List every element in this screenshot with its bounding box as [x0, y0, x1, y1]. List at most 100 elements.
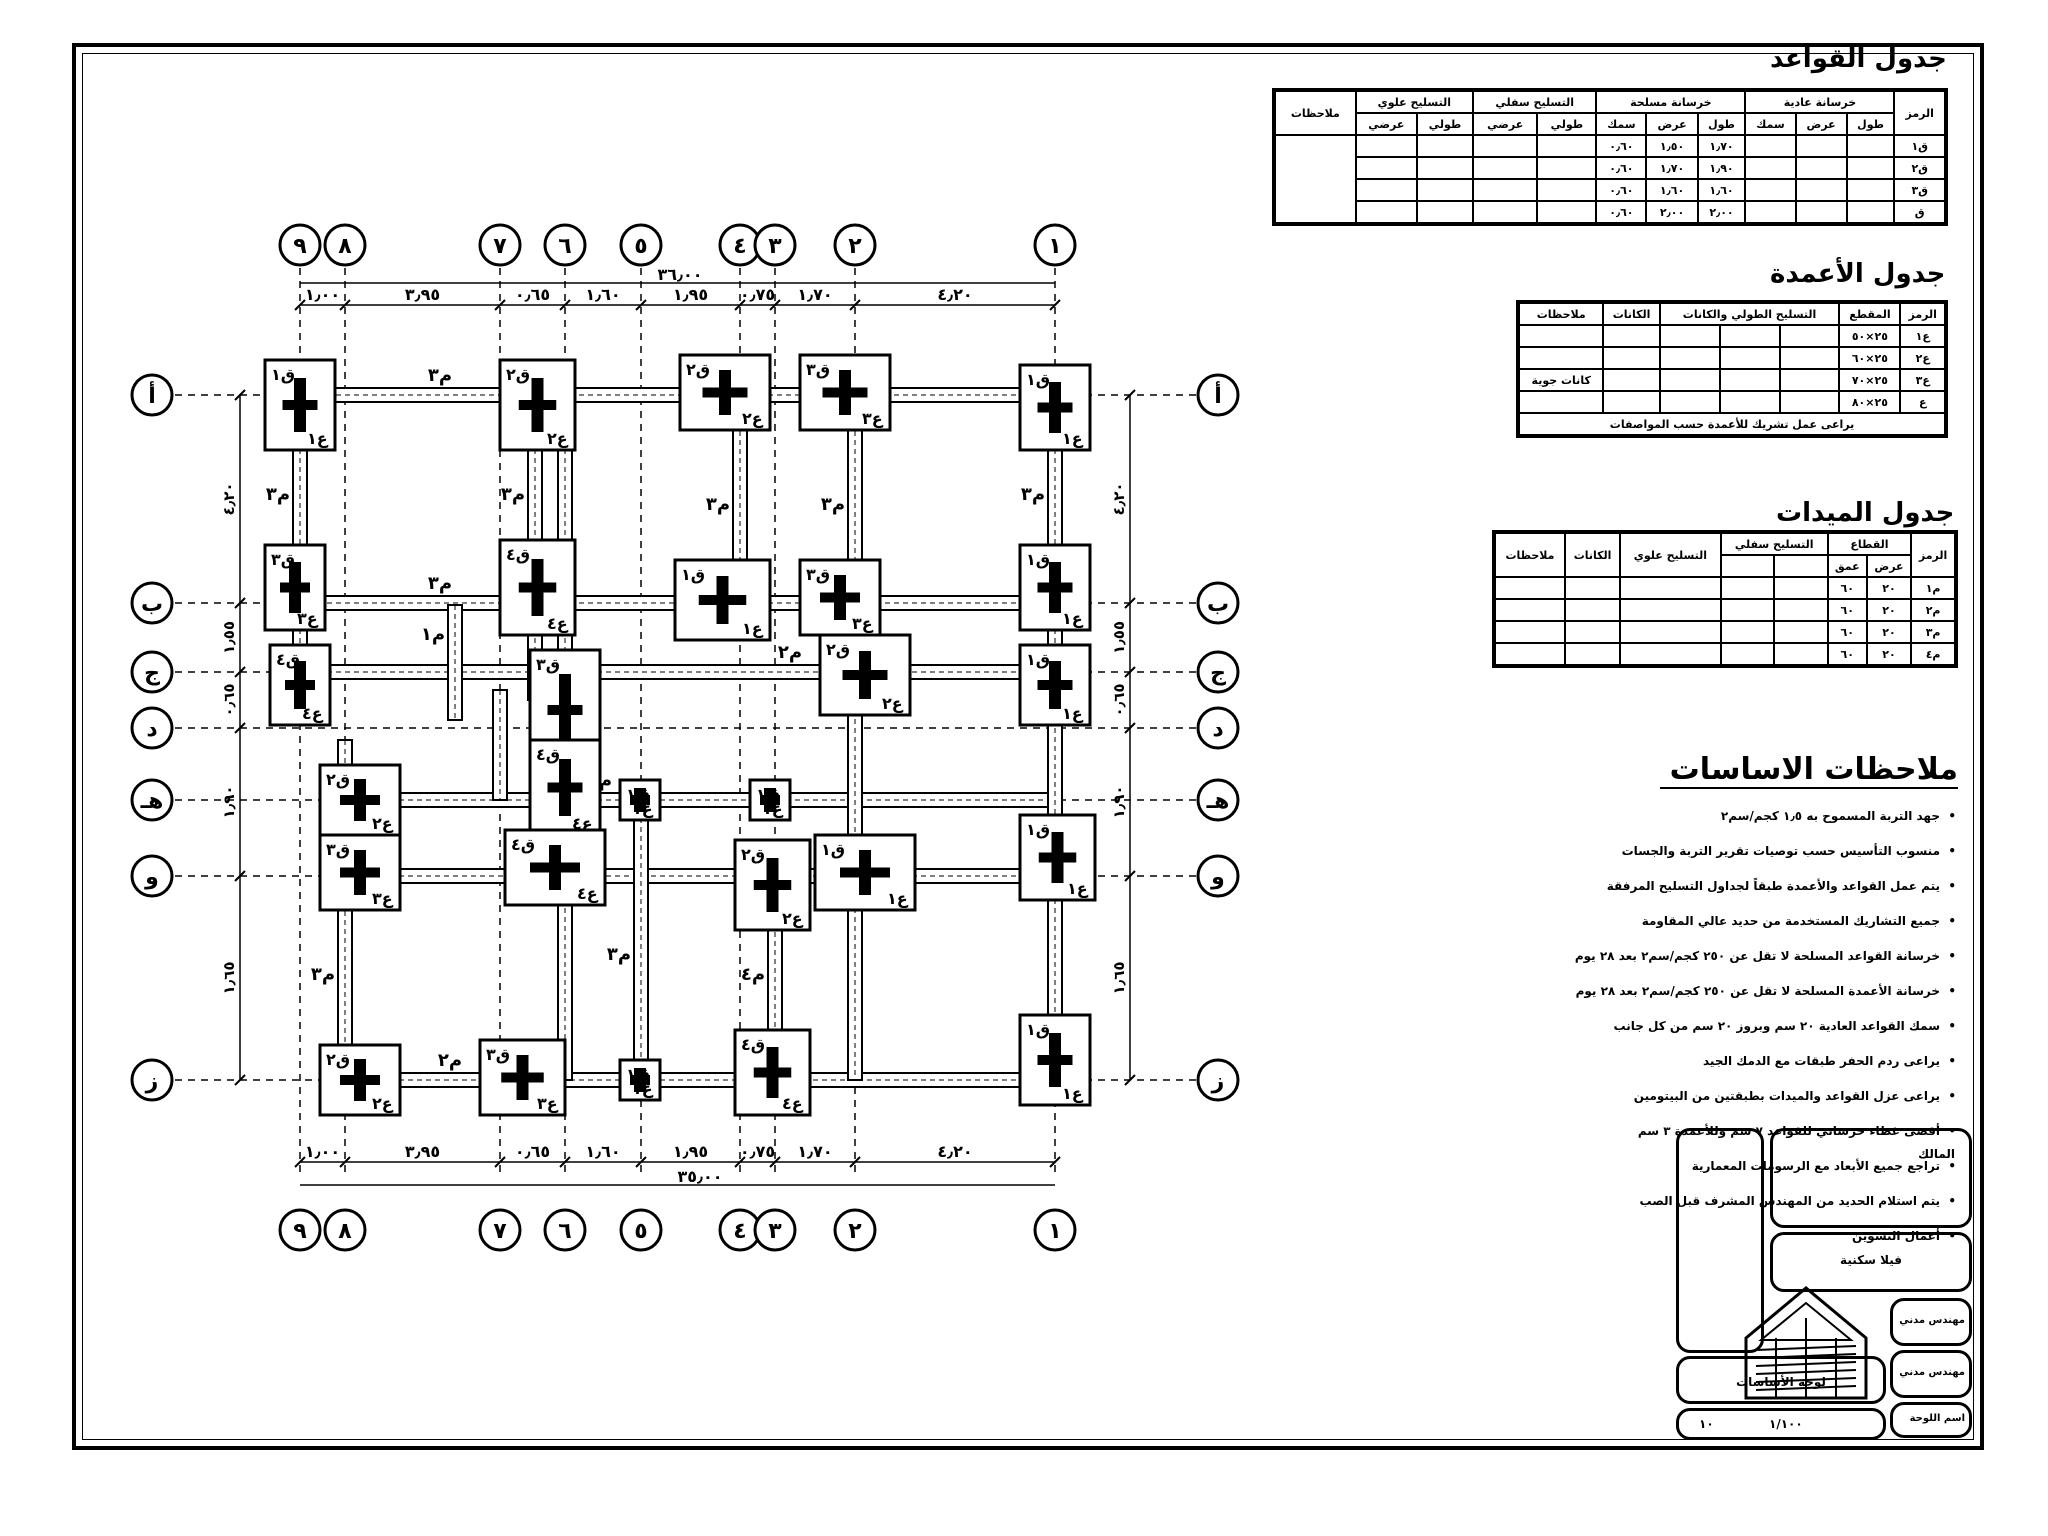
table-cell: [1619, 576, 1722, 600]
dim-top-tick: [734, 299, 746, 311]
table-cell: [1493, 620, 1566, 644]
table-subheader-cell: عمق: [1826, 554, 1868, 578]
column: [702, 387, 748, 398]
table-cell: [1773, 642, 1829, 667]
table-header-cell: خرسانة عادية: [1744, 89, 1896, 114]
engineer-label: مهندس مدني: [1899, 1367, 1965, 1378]
table-cell: [1493, 598, 1566, 622]
table-header-cell: الكانات: [1602, 301, 1661, 326]
grid-bubble-left-6-circle: [130, 854, 174, 898]
dim-bottom-text: ٠٫٧٥: [740, 1142, 775, 1161]
grid-bubble-bottom-1-circle: [278, 1208, 322, 1252]
table-cell: [1354, 134, 1418, 158]
dim-bottom-tick: [294, 1156, 306, 1168]
table-subheader-cell: طولي: [1415, 112, 1475, 136]
table-cell: ٢٥×٨٠: [1838, 390, 1902, 414]
footing-label: ق١: [271, 365, 295, 384]
grid-bubble-bottom-6-label: ٤: [733, 1219, 746, 1244]
table-cell: [1619, 620, 1722, 644]
table-cell: [1658, 368, 1721, 392]
footing-label: ق١: [626, 1065, 650, 1084]
table-cell: ١٫٩٠: [1696, 156, 1747, 180]
table-cell: ق٢: [1893, 156, 1947, 180]
tie-beam-label: م٣: [428, 365, 452, 386]
sheet-number: ١٠: [1699, 1417, 1714, 1431]
column: [753, 1067, 792, 1078]
dim-left-tick: [234, 722, 246, 734]
table-cell: ع١: [1899, 324, 1947, 348]
table-cell: ٢٥×٥٠: [1838, 324, 1902, 348]
table-cell: م٢: [1910, 598, 1957, 622]
column-label: ع١: [632, 799, 654, 818]
table-cell: [1718, 390, 1781, 414]
grid-bubble-left-2-circle: [130, 581, 174, 625]
table-header-cell: التسليح سفلي: [1472, 89, 1598, 114]
table-cell: [1744, 134, 1797, 158]
table-subheader-cell: [1773, 554, 1829, 578]
dim-left-text: ٤٫٢٠: [220, 482, 238, 515]
table-cell: ٢٠: [1865, 598, 1913, 622]
table-cell: ع٣: [1899, 368, 1947, 392]
table-cell: ق١: [1893, 134, 1947, 158]
dim-left-text: ١٫٥٥: [220, 621, 238, 654]
table-cell: [1794, 200, 1848, 225]
table-header-cell: خرسانة مسلحة: [1595, 89, 1747, 114]
column: [698, 595, 747, 605]
footing-label: ق٣: [536, 655, 560, 674]
table-cell: [1778, 346, 1841, 370]
note-item: خرسانة القواعد المسلحة لا تقل عن ٢٥٠ كجم…: [1318, 939, 1956, 974]
column-label: ع١: [762, 799, 784, 818]
grid-bubble-right-6-label: و: [1210, 865, 1225, 890]
dim-bottom-tick: [734, 1156, 746, 1168]
table-cell: ١٫٦٠: [1645, 178, 1699, 202]
note-item: يتم استلام الحديد من المهندس المشرف قبل …: [1318, 1184, 1956, 1219]
table-cell: [1778, 368, 1841, 392]
table-cell: [1718, 368, 1781, 392]
column: [840, 867, 890, 878]
dim-bottom-text: ١٫٦٠: [585, 1142, 620, 1161]
tie-beam-label: م٣: [266, 484, 290, 505]
grid-bubble-bottom-3-circle: [478, 1208, 522, 1252]
building-logo: [1744, 1286, 1868, 1400]
table-cell: [1602, 368, 1661, 392]
grid-bubble-top-6-label: ٤: [733, 234, 746, 259]
drawing-sheet: [72, 43, 1984, 1450]
table-cell: ٦٠: [1826, 598, 1868, 622]
table-cell: [1658, 346, 1721, 370]
dim-left-tick: [234, 1074, 246, 1086]
table-cell: ١٫٧٠: [1645, 156, 1699, 180]
table-header-cell: القطاع: [1826, 531, 1913, 556]
column: [1037, 402, 1073, 413]
footing-label: ق١: [1026, 370, 1050, 389]
column-label: ع٤: [572, 814, 594, 833]
dim-bottom-tick: [1049, 1156, 1061, 1168]
table-cell: [1719, 642, 1776, 667]
dim-top-text: ٠٫٧٥: [740, 285, 775, 304]
dim-bottom-tick: [494, 1156, 506, 1168]
grid-bubble-top-2-circle: [323, 223, 367, 267]
table-cell: [1536, 156, 1598, 180]
tie-beam-label: م٢: [778, 642, 802, 663]
table-subheader-cell: عرض: [1865, 554, 1913, 578]
table-cell: ٠٫٦٠: [1595, 134, 1648, 158]
grid-bubble-left-4-circle: [130, 706, 174, 750]
grid-bubble-top-8-circle: [833, 223, 877, 267]
table-cell: ٢٫٠٠: [1645, 200, 1699, 225]
dim-right-tick: [1124, 1074, 1136, 1086]
table-header-cell: المقطع: [1838, 301, 1902, 326]
dim-top-tick: [635, 299, 647, 311]
column-label: ع١: [1062, 429, 1084, 448]
table-cell: [1794, 178, 1848, 202]
dim-top-tick: [339, 299, 351, 311]
table-cell: ع٢: [1899, 346, 1947, 370]
grid-bubble-left-7-label: ز: [145, 1069, 159, 1094]
footing-label: ق١: [681, 565, 705, 584]
column-label: ع٣: [372, 889, 394, 908]
table-cell: [1516, 390, 1605, 414]
table-header-cell: التسليح علوي: [1619, 531, 1722, 578]
dim-right-tick: [1124, 722, 1136, 734]
column: [822, 387, 868, 398]
